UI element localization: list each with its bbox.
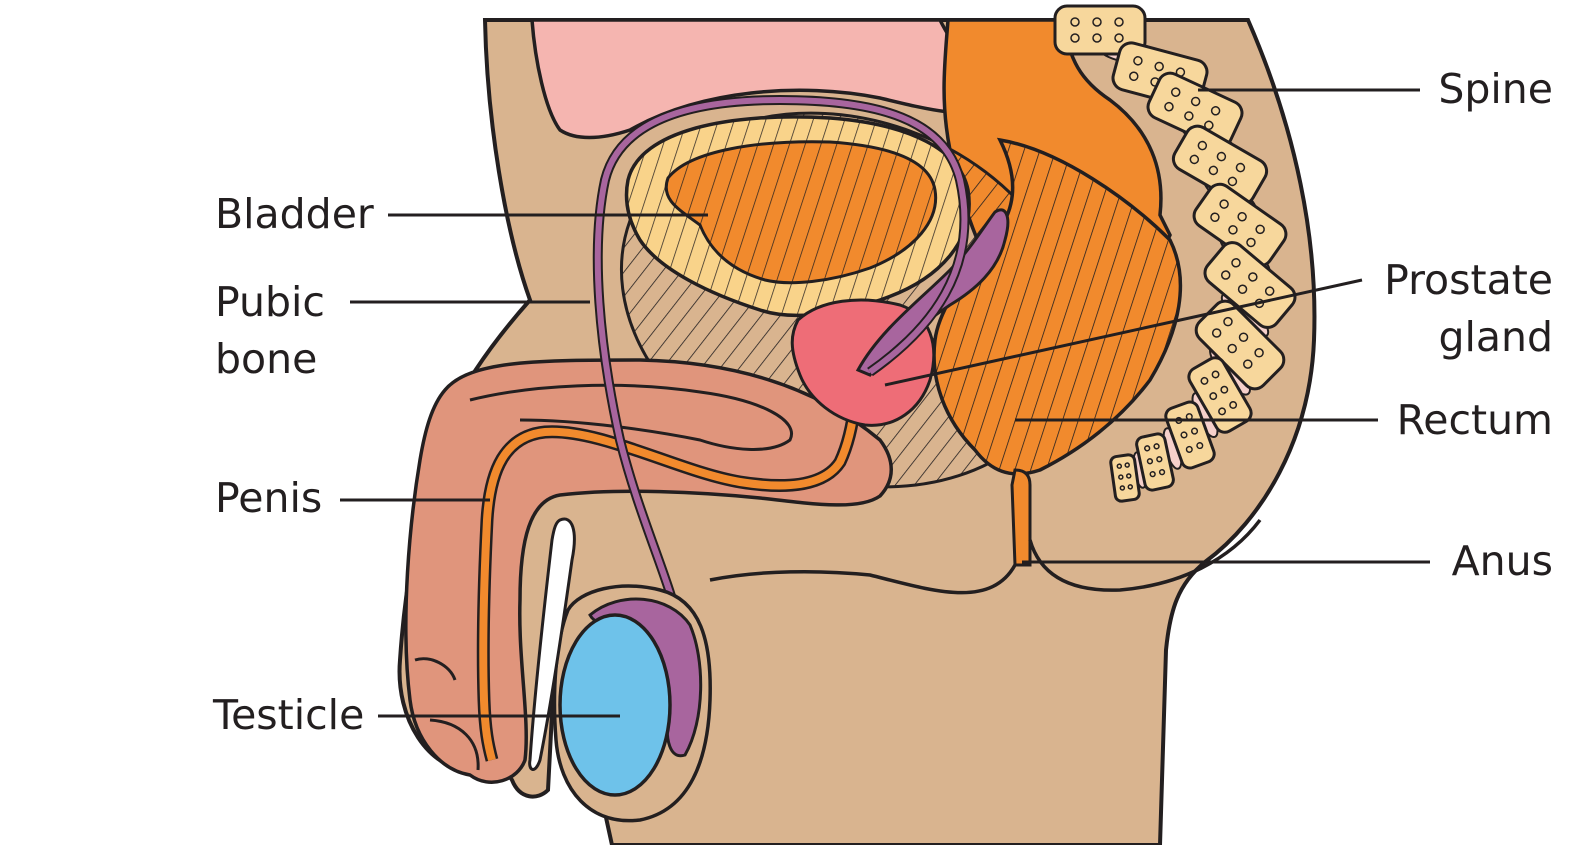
vertebra xyxy=(1192,182,1288,268)
prostate-leader-line xyxy=(884,278,1363,387)
vertebra xyxy=(1171,124,1269,206)
label-pubic-bone-line-2: bone xyxy=(215,335,318,383)
anal-canal xyxy=(1010,468,1032,567)
label-pubic-bone-line-1: Pubic xyxy=(215,278,325,326)
rectum-hatching xyxy=(934,140,1181,474)
perineum-contour xyxy=(709,564,1017,595)
vertebra xyxy=(1146,71,1244,149)
label-spine: Spine xyxy=(1438,65,1553,113)
label-prostate-gland: Prostate gland xyxy=(1384,252,1553,366)
penis-shaft xyxy=(404,358,893,784)
vertebra xyxy=(1135,432,1175,492)
urethra-fill xyxy=(479,329,861,762)
vertebra xyxy=(1187,356,1253,434)
vertebra xyxy=(1053,4,1147,56)
label-prostate-gland-line-2: gland xyxy=(1438,313,1553,361)
testicle xyxy=(558,613,672,797)
label-pubic-bone: Pubic bone xyxy=(215,274,325,388)
penis-scrotum-gap xyxy=(528,517,576,771)
vertebra xyxy=(1203,241,1297,329)
label-anus: Anus xyxy=(1451,537,1553,585)
label-bladder: Bladder xyxy=(215,190,374,238)
penis-inner-fold xyxy=(469,383,793,451)
vas-deferens-fill xyxy=(594,96,968,631)
label-rectum: Rectum xyxy=(1396,396,1553,444)
label-testicle: Testicle xyxy=(213,691,365,739)
buttock-contour xyxy=(1028,518,1262,592)
vertebra xyxy=(1109,453,1141,503)
label-prostate-gland-line-1: Prostate xyxy=(1384,256,1553,304)
penis-glans-line xyxy=(414,657,480,771)
bladder-hatching xyxy=(626,116,970,316)
label-penis: Penis xyxy=(215,474,323,522)
